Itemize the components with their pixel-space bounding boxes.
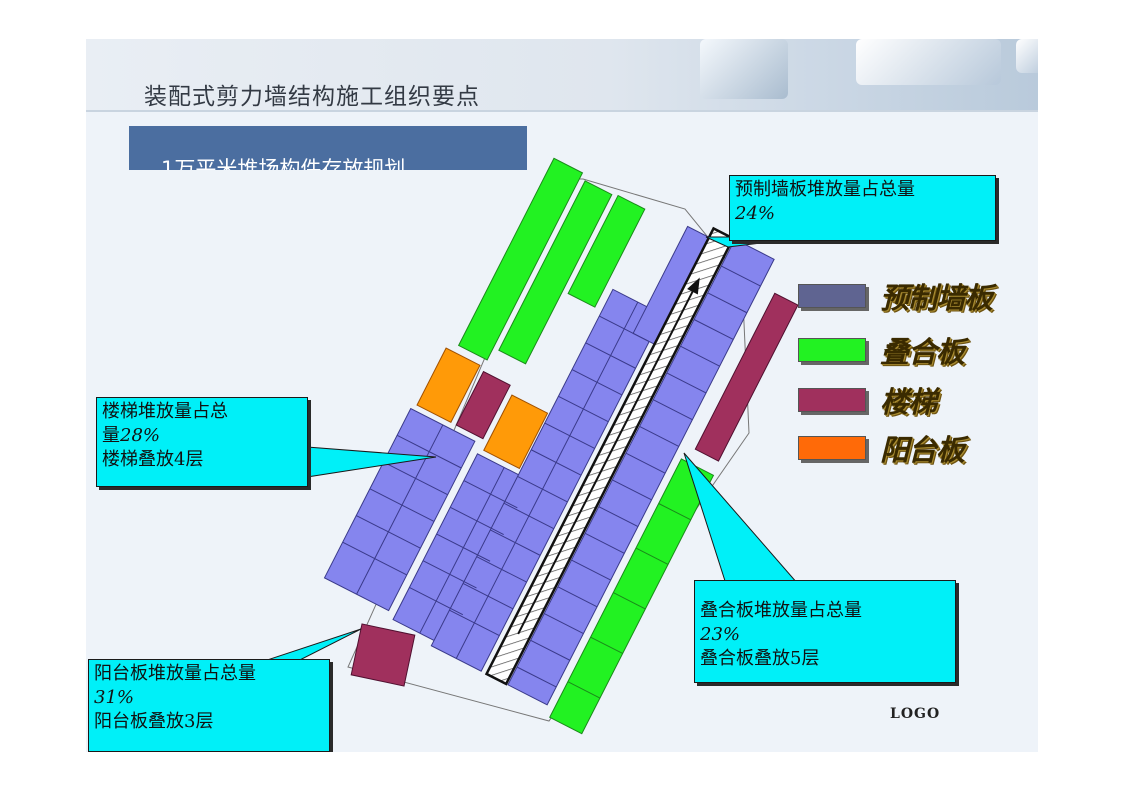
callout-wall: 预制墙板堆放量占总量 24% (729, 175, 996, 241)
callout-pointer (683, 452, 800, 585)
legend-swatch-balcony (798, 436, 866, 460)
balcony-stack (416, 347, 481, 423)
callout-balcony: 阳台板堆放量占总量 31% 阳台板叠放3层 (88, 659, 330, 752)
legend-label-balcony: 阳台板 (880, 433, 965, 467)
header-banner (86, 39, 1038, 111)
callout-slab: 叠合板堆放量占总量 23% 叠合板叠放5层 (694, 580, 956, 683)
slab-stack (567, 194, 646, 308)
header-divider (86, 110, 1038, 112)
legend-label-stair: 楼梯 (880, 385, 937, 419)
callout-stair-text2: 量 (102, 425, 120, 446)
slide: 装配式剪力墙结构施工组织要点 1万平米堆场构件存放规划 (86, 39, 1038, 752)
callout-slab-note: 叠合板叠放5层 (700, 648, 820, 669)
callout-wall-text: 预制墙板堆放量占总量 (735, 179, 915, 200)
logo: LOGO (890, 706, 941, 722)
legend-label-wall: 预制墙板 (880, 281, 993, 315)
callout-stair: 楼梯堆放量占总 量28% 楼梯叠放4层 (96, 397, 308, 487)
legend-label-slab: 叠合板 (880, 335, 965, 369)
legend-swatch-wall (798, 284, 866, 308)
stair-stack (350, 623, 416, 687)
callout-stair-pct: 28% (120, 425, 161, 446)
storage-yard-diagram (245, 157, 811, 735)
subtitle-text: 1万平米堆场构件存放规划 (161, 157, 406, 170)
slab-stack (549, 458, 715, 735)
callout-slab-text: 叠合板堆放量占总量 (700, 600, 862, 621)
decorative-cube (856, 39, 1001, 85)
stair-stack (455, 370, 511, 440)
callout-wall-pct: 24% (735, 203, 776, 224)
stair-stack (694, 292, 799, 462)
callout-stair-note: 楼梯叠放4层 (102, 449, 204, 470)
callout-balcony-text: 阳台板堆放量占总量 (94, 663, 256, 684)
decorative-cube (700, 39, 788, 99)
subtitle-banner: 1万平米堆场构件存放规划 (129, 126, 527, 170)
slab-stack (457, 157, 584, 361)
legend-swatch-slab (798, 338, 866, 362)
callout-stair-text: 楼梯堆放量占总 (102, 401, 228, 422)
callout-balcony-note: 阳台板叠放3层 (94, 711, 214, 732)
callout-balcony-pct: 31% (94, 687, 135, 708)
decorative-cube (1016, 39, 1038, 73)
page-title: 装配式剪力墙结构施工组织要点 (144, 84, 480, 110)
callout-slab-pct: 23% (700, 624, 741, 645)
balcony-stack (483, 394, 549, 470)
legend-swatch-stair (798, 388, 866, 412)
slab-stack (498, 180, 613, 365)
